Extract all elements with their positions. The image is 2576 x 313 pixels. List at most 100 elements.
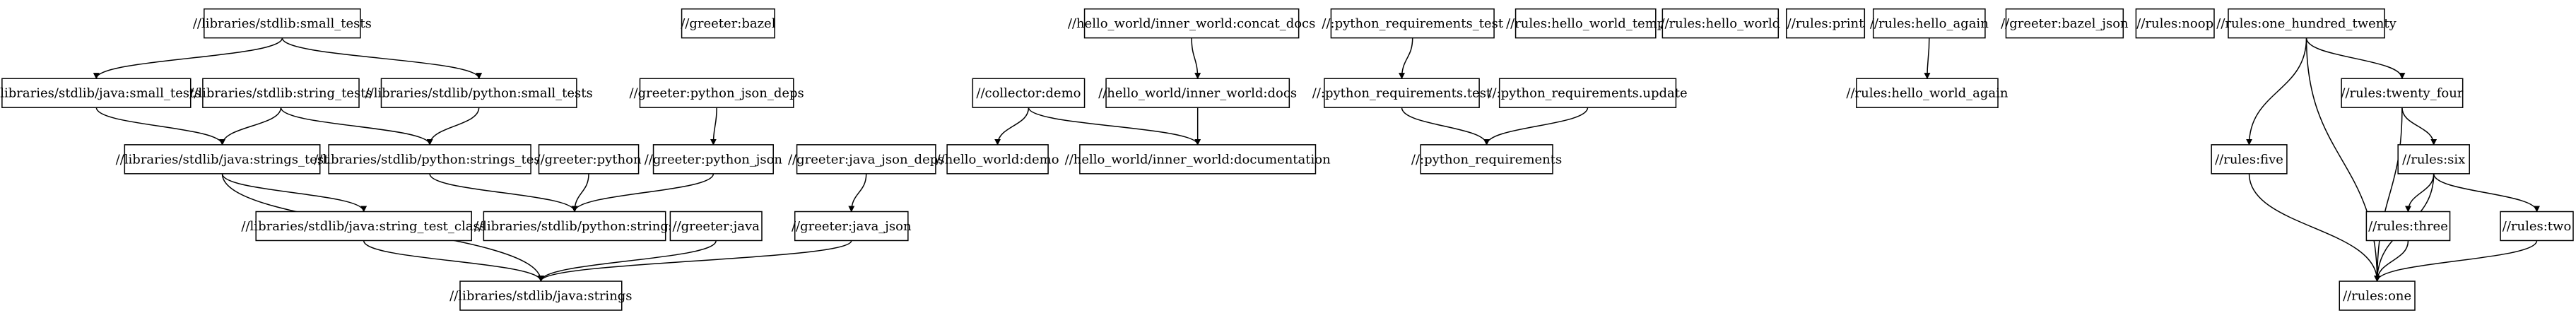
- node-label: //rules:three: [2368, 219, 2448, 234]
- node-box: [2500, 211, 2574, 242]
- edge-rules-120-to-rules-24: [2305, 37, 2406, 80]
- node-label: //rules:one: [2343, 289, 2411, 304]
- node-box: [1856, 78, 1999, 108]
- edge-rules-24-to-rules-six: [2401, 107, 2437, 146]
- node-rules-hello-again: //rules:hello_again: [1870, 8, 1989, 39]
- edge-greeter-python-to-py-strings: [571, 173, 589, 213]
- node-box: [1330, 8, 1495, 39]
- node-greeter-py-json-deps: //greeter:python_json_deps: [630, 78, 804, 108]
- edge-pyreq-update-to-pyreq: [1483, 107, 1589, 146]
- node-label: //greeter:bazel: [681, 16, 776, 31]
- edge-rules-hello-again-to-rules-hw-again: [1924, 37, 1931, 80]
- node-box: [538, 144, 640, 175]
- node-box: [202, 78, 360, 108]
- edge-greeter-py-json-deps-to-greeter-python-json: [710, 107, 717, 146]
- node-greeter-bazel: //greeter:bazel: [681, 8, 776, 39]
- node-label: //rules:five: [2215, 152, 2283, 167]
- node-hw-docs: //hello_world/inner_world:docs: [1098, 78, 1297, 108]
- node-box: [946, 144, 1049, 175]
- node-label: //hello_world/inner_world:docs: [1098, 86, 1297, 101]
- node-box: [1515, 8, 1657, 39]
- node-box: [794, 211, 909, 242]
- node-py-strings-test: //libraries/stdlib/python:strings_test: [314, 144, 546, 175]
- edge-hw-concat-to-hw-docs: [1191, 37, 1201, 80]
- node-rules-five: //rules:five: [2211, 144, 2288, 175]
- node-label: //hello_world/inner_world:documentation: [1065, 152, 1331, 167]
- node-label: //greeter:java_json_deps: [788, 152, 945, 167]
- node-label: //rules:print: [1787, 16, 1865, 31]
- edge-greeter-java-json-deps-to-greeter-java-json: [848, 173, 867, 213]
- node-label: //:python_requirements.test: [1312, 86, 1492, 101]
- node-label: //rules:six: [2402, 152, 2465, 167]
- edge-ls-small-tests-to-py-small-tests: [281, 37, 483, 80]
- node-rules-two: //rules:two: [2500, 211, 2574, 242]
- node-box: [1498, 78, 1677, 108]
- edge-pyreq-test-target-to-pyreq: [1401, 107, 1490, 146]
- node-py-strings: //libraries/stdlib/python:strings: [474, 211, 675, 242]
- node-java-string-test-class: //libraries/stdlib/java:string_test_clas…: [241, 211, 486, 242]
- node-label: //rules:hello_again: [1870, 16, 1989, 31]
- node-label: //rules:one_hundred_twenty: [2216, 16, 2396, 31]
- edge-collector-demo-to-hw-demo: [994, 107, 1030, 146]
- node-label: //greeter:python_json_deps: [630, 86, 804, 101]
- node-label: //:python_requirements_test: [1322, 16, 1503, 31]
- node-ls-small-tests: //libraries/stdlib:small_tests: [193, 8, 372, 39]
- node-box: [2135, 8, 2215, 39]
- edge-pyreq-test-to-pyreq-test-target: [1398, 37, 1413, 80]
- edge-greeter-java-json-to-java-strings: [537, 240, 852, 282]
- node-label: //greeter:python_json: [645, 152, 783, 167]
- node-rules-one: //rules:one: [2339, 280, 2416, 311]
- node-label: //greeter:python: [536, 152, 642, 167]
- edge-rules-120-to-rules-one: [2305, 37, 2381, 282]
- edge-rules-five-to-rules-one: [2248, 173, 2381, 282]
- edge-rules-six-to-rules-two: [2433, 173, 2540, 213]
- node-label: //libraries/stdlib/python:strings_test: [314, 152, 546, 167]
- node-greeter-java-json-deps: //greeter:java_json_deps: [788, 144, 945, 175]
- node-pyreq-test-target: //:python_requirements.test: [1312, 78, 1492, 108]
- edge-java-small-tests-to-java-strings-test: [95, 107, 225, 146]
- node-greeter-python-json: //greeter:python_json: [645, 144, 783, 175]
- edge-java-string-test-class-to-java-strings: [363, 240, 544, 282]
- node-box: [652, 144, 774, 175]
- node-label: //greeter:java: [673, 219, 760, 234]
- node-rules-noop: //rules:noop: [2135, 8, 2215, 39]
- node-label: //collector:demo: [976, 86, 1081, 101]
- node-pyreq: //:python_requirements: [1411, 144, 1562, 175]
- node-box: [1083, 8, 1300, 39]
- node-label: //libraries/stdlib/python:small_tests: [365, 86, 593, 101]
- node-label: //rules:hello_world_temp: [1506, 16, 1665, 31]
- node-rules-120: //rules:one_hundred_twenty: [2216, 8, 2397, 39]
- node-box: [639, 78, 794, 108]
- node-box: [328, 144, 531, 175]
- node-rules-print: //rules:print: [1785, 8, 1866, 39]
- node-label: //libraries/stdlib:string_tests: [189, 86, 372, 101]
- node-label: //:python_requirements: [1411, 152, 1562, 167]
- edge-java-strings-test-to-java-string-test-class: [221, 173, 367, 213]
- node-rules-24: //rules:twenty_four: [2341, 78, 2464, 108]
- node-py-small-tests: //libraries/stdlib/python:small_tests: [365, 78, 593, 108]
- edge-rules-two-to-rules-one: [2374, 240, 2538, 282]
- node-box: [2005, 8, 2124, 39]
- node-hw-demo: //hello_world:demo: [936, 144, 1059, 175]
- node-layer: //libraries/stdlib:small_tests //greeter:…: [0, 8, 2574, 311]
- node-greeter-python: //greeter:python: [536, 144, 642, 175]
- node-box: [2341, 78, 2464, 108]
- node-java-small-tests: //libraries/stdlib/java:small_tests: [0, 78, 201, 108]
- node-label: //rules:noop: [2136, 16, 2213, 31]
- edge-py-small-tests-to-py-strings-test: [426, 107, 480, 146]
- node-hw-documentation: //hello_world/inner_world:documentation: [1065, 144, 1331, 175]
- node-box: [796, 144, 936, 175]
- edge-rules-24-to-rules-one: [2374, 107, 2403, 282]
- node-box: [124, 144, 321, 175]
- node-rules-hw-temp: //rules:hello_world_temp: [1506, 8, 1665, 39]
- node-box: [483, 211, 666, 242]
- edge-ls-small-tests-to-java-small-tests: [93, 37, 283, 80]
- node-rules-three: //rules:three: [2365, 211, 2451, 242]
- node-box: [1, 78, 192, 108]
- node-label: //greeter:java_json: [792, 219, 912, 234]
- node-box: [380, 78, 577, 108]
- node-box: [1079, 144, 1317, 175]
- edge-greeter-python-json-to-py-strings: [571, 173, 714, 213]
- node-box: [2397, 144, 2470, 175]
